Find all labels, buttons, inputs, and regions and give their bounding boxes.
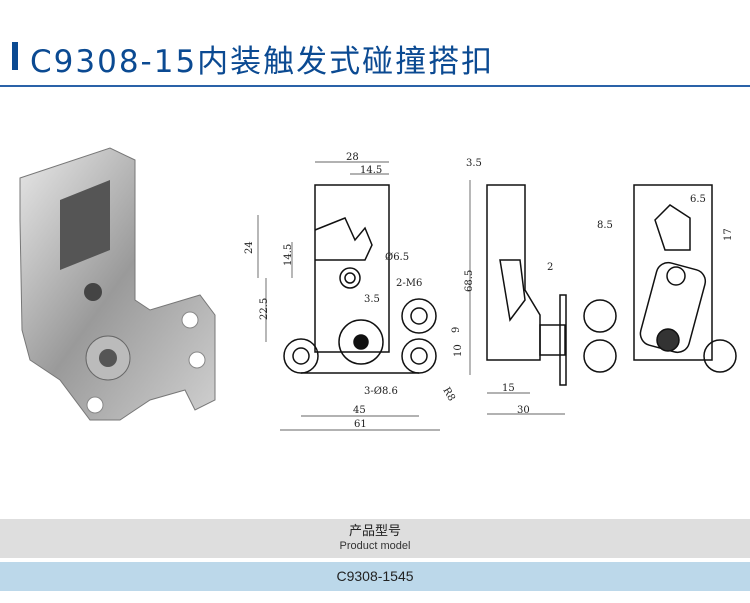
dim-back-8-5: 8.5	[597, 220, 613, 231]
header-cn: 产品型号	[348, 524, 401, 539]
table-row: C9308-1545	[0, 562, 750, 591]
dim-22-5: 22.5	[259, 298, 270, 320]
dim-61: 61	[354, 419, 367, 430]
dim-68-5: 68.5	[464, 270, 475, 292]
dim-back-17: 17	[723, 228, 734, 241]
dim-30: 30	[517, 405, 530, 416]
dim-r8: R8	[440, 386, 456, 404]
dim-side-2: 2	[547, 262, 553, 273]
dim-15: 15	[502, 383, 515, 394]
product-photo	[19, 147, 216, 421]
dim-hole-6-5: Ø6.5	[385, 252, 409, 263]
header-en: Product model	[339, 540, 411, 552]
dim-45: 45	[353, 405, 366, 416]
title-accent-bar	[12, 42, 18, 70]
side-view-drawing	[486, 184, 567, 386]
front-view-drawing	[283, 184, 437, 374]
back-view-drawing	[583, 184, 737, 373]
product-drawings: 28 14.5 24 14.5 Ø6.5 2-M6 22.5 3.5 9 10 …	[19, 147, 737, 431]
dim-24: 24	[244, 241, 255, 254]
dim-9: 9	[451, 327, 462, 333]
dim-14-5-top: 14.5	[360, 165, 382, 176]
dim-14-5-left: 14.5	[283, 244, 294, 266]
dim-side-3-5: 3.5	[466, 158, 482, 169]
title-divider	[0, 85, 750, 87]
table-header: 产品型号 Product model	[0, 519, 750, 558]
dim-back-6-5: 6.5	[690, 194, 706, 205]
dim-10: 10	[453, 344, 464, 357]
page-title: C9308-15内装触发式碰撞搭扣	[30, 44, 495, 80]
dim-28: 28	[346, 152, 359, 163]
dim-3-hole-8-6: 3-Ø8.6	[364, 386, 398, 397]
dim-3-5: 3.5	[364, 294, 380, 305]
dim-2-m6: 2-M6	[396, 278, 422, 289]
